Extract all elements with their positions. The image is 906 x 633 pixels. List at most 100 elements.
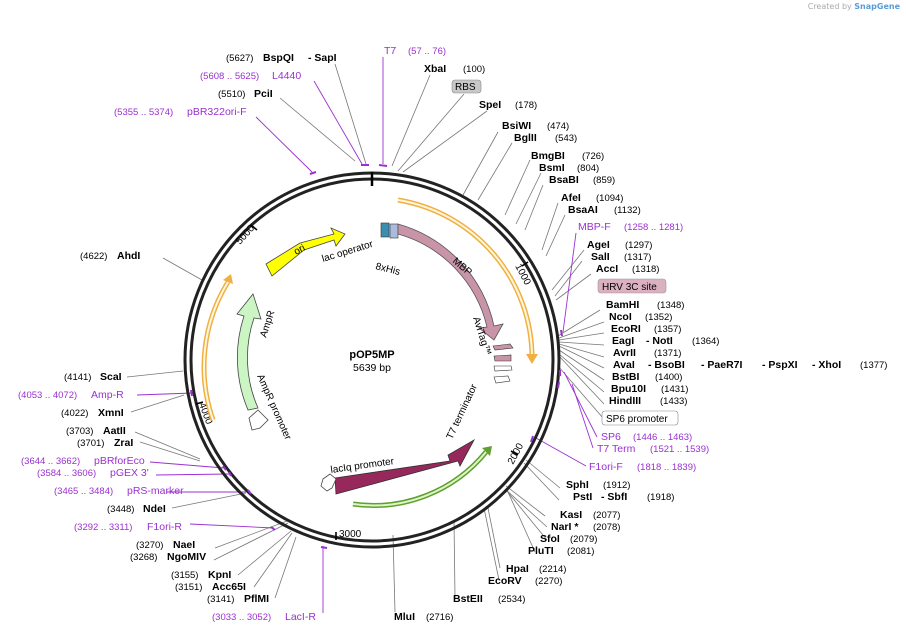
prs-label: pRS-marker bbox=[127, 485, 184, 497]
mbp-feature bbox=[397, 223, 504, 341]
mbpf-pos: (1258 .. 1281) bbox=[624, 222, 683, 233]
sp6-promoter-box bbox=[601, 410, 679, 426]
hrv-label: HRV 3C site bbox=[602, 282, 657, 293]
primer-leader-lines bbox=[136, 57, 598, 613]
bglii-pos: (543) bbox=[555, 133, 577, 144]
avrii-label: AvrII bbox=[613, 347, 636, 359]
bsiwi-label: BsiWI bbox=[502, 120, 531, 132]
ncoi-label: NcoI bbox=[609, 311, 632, 323]
mlui-pos: (2716) bbox=[426, 612, 453, 623]
acci-label: AccI bbox=[596, 263, 618, 275]
bsteii-label: BstEII bbox=[453, 593, 483, 605]
ndei-pos: (3448) bbox=[107, 504, 134, 515]
noti-label: - NotI bbox=[646, 335, 673, 347]
nari-label: NarI * bbox=[551, 521, 579, 533]
aatii-label: AatII bbox=[103, 425, 126, 437]
scai-label: ScaI bbox=[100, 371, 122, 383]
prs-pos: (3465 .. 3484) bbox=[54, 486, 113, 497]
psti-label: PstI bbox=[573, 491, 592, 503]
sp6-promoter-label: SP6 promoter bbox=[606, 414, 668, 425]
primer-marks bbox=[190, 164, 563, 549]
bstbi-label: BstBI bbox=[612, 371, 640, 383]
ampr-feature bbox=[236, 293, 262, 411]
sphi-label: SphI bbox=[566, 479, 589, 491]
sp6-label: SP6 bbox=[601, 431, 621, 443]
nari-pos: (2078) bbox=[593, 522, 620, 533]
bspqi-pos: (5627) bbox=[226, 53, 253, 64]
spei-label: SpeI bbox=[479, 99, 501, 111]
sfoi-pos: (2079) bbox=[570, 534, 597, 545]
kpni-pos: (3155) bbox=[171, 570, 198, 581]
bpu10i-label: Bpu10I bbox=[611, 383, 646, 395]
spei-pos: (178) bbox=[515, 100, 537, 111]
laci-label: lacI bbox=[398, 479, 414, 490]
bamhi-pos: (1348) bbox=[657, 300, 684, 311]
pcii-pos: (5510) bbox=[218, 89, 245, 100]
psti-pos: (1918) bbox=[647, 492, 674, 503]
pbrfor-label: pBRforEco bbox=[94, 455, 145, 467]
sali-pos: (1317) bbox=[624, 252, 651, 263]
pflmi-pos: (3141) bbox=[207, 594, 234, 605]
sbfi-label: - SbfI bbox=[601, 491, 627, 503]
xmni-pos: (4022) bbox=[61, 408, 88, 419]
ngomiv-label: NgoMIV bbox=[167, 551, 206, 563]
ori-label: ori bbox=[292, 243, 307, 258]
avai-label: AvaI bbox=[613, 359, 635, 371]
eagi-label: EagI bbox=[612, 335, 634, 347]
his-tag-label: 8xHis bbox=[374, 261, 401, 278]
ecori-label: EcoRI bbox=[611, 323, 641, 335]
bsmi-pos: (804) bbox=[577, 163, 599, 174]
hpai-label: HpaI bbox=[506, 563, 529, 575]
f1orif-label: F1ori-F bbox=[589, 461, 623, 473]
xhoi-pos: (1377) bbox=[860, 360, 887, 371]
pbrfor-pos: (3644 .. 3662) bbox=[21, 456, 80, 467]
afei-pos: (1094) bbox=[596, 193, 623, 204]
afei-label: AfeI bbox=[561, 192, 581, 204]
zrai-pos: (3701) bbox=[77, 438, 104, 449]
laci-r-label: LacI-R bbox=[285, 611, 316, 623]
acc65i-label: Acc65I bbox=[212, 581, 246, 593]
t7term-label: T7 Term bbox=[597, 443, 636, 455]
bsobi-label: - BsoBI bbox=[648, 359, 685, 371]
ori-feature bbox=[265, 227, 346, 277]
acc65i-pos: (3151) bbox=[175, 582, 202, 593]
acci-pos: (1318) bbox=[632, 264, 659, 275]
ncoi-pos: (1352) bbox=[645, 312, 672, 323]
l4440-pos: (5608 .. 5625) bbox=[200, 71, 259, 82]
bmgbi-pos: (726) bbox=[582, 151, 604, 162]
ampr-label: AmpR bbox=[258, 309, 277, 339]
sp6-pos: (1446 .. 1463) bbox=[633, 432, 692, 443]
hindiii-label: HindIII bbox=[609, 395, 641, 407]
ndei-label: NdeI bbox=[143, 503, 166, 515]
agei-label: AgeI bbox=[587, 239, 610, 251]
pluti-pos: (2081) bbox=[567, 546, 594, 557]
sali-label: SalI bbox=[591, 251, 610, 263]
naei-pos: (3270) bbox=[136, 540, 163, 551]
mlui-label: MluI bbox=[394, 611, 415, 623]
kasi-label: KasI bbox=[560, 509, 582, 521]
pgex-label: pGEX 3' bbox=[110, 467, 149, 479]
his-tag-feature bbox=[389, 223, 399, 239]
scai-pos: (4141) bbox=[64, 372, 91, 383]
pluti-label: PluTI bbox=[528, 545, 554, 557]
tick-3000: 3000 bbox=[339, 529, 362, 540]
ampr-primer-label: Amp-R bbox=[91, 389, 124, 401]
bpu10i-pos: (1431) bbox=[661, 384, 688, 395]
sfoi-label: SfoI bbox=[540, 533, 560, 545]
t7-terminator-label: T7 terminator bbox=[445, 382, 480, 441]
hindiii-pos: (1433) bbox=[660, 396, 687, 407]
bsiwi-pos: (474) bbox=[547, 121, 569, 132]
hrv-box bbox=[597, 278, 667, 294]
rbs-label: RBS bbox=[455, 82, 476, 93]
laciq-promoter-feature bbox=[320, 473, 337, 492]
f1orir-label: F1ori-R bbox=[147, 521, 182, 533]
l4440-label: L4440 bbox=[272, 70, 301, 82]
ampr-primer-pos: (4053 .. 4072) bbox=[18, 390, 77, 401]
snapgene-watermark: Created by SnapGene bbox=[807, 2, 900, 11]
kasi-pos: (2077) bbox=[593, 510, 620, 521]
small-features bbox=[492, 343, 514, 384]
bstbi-pos: (1400) bbox=[655, 372, 682, 383]
bsteii-pos: (2534) bbox=[498, 594, 525, 605]
pcii-label: PciI bbox=[254, 88, 273, 100]
ecorv-pos: (2270) bbox=[535, 576, 562, 587]
